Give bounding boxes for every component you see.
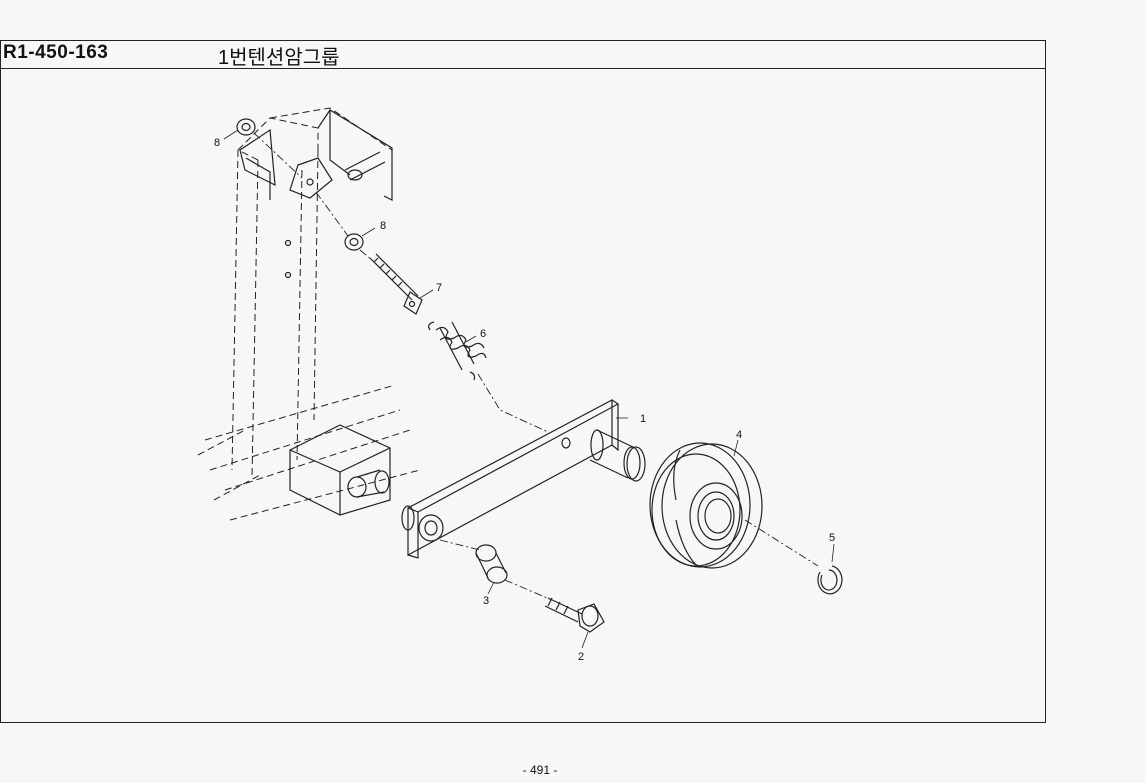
callout-4: 4 <box>736 429 742 441</box>
page-number: - 491 - <box>522 763 558 777</box>
part-8-nut-top <box>236 118 256 136</box>
part-title: 1번텐션암그룹 <box>218 47 340 69</box>
callout-1: 1 <box>640 413 646 425</box>
part-8-nut-middle <box>344 233 364 251</box>
callout-2: 2 <box>578 651 584 663</box>
callout-6: 6 <box>480 328 486 340</box>
part-1-tension-arm <box>401 399 646 559</box>
callout-3: 3 <box>483 595 489 607</box>
part-2-bolt <box>544 597 605 633</box>
callout-8-middle: 8 <box>380 220 386 232</box>
callout-5: 5 <box>829 532 835 544</box>
callout-7: 7 <box>436 282 442 294</box>
drawing-frame <box>0 40 1046 723</box>
part-5-snap-ring <box>817 565 843 595</box>
frame-bracket <box>239 109 393 516</box>
part-4-pulley <box>649 442 763 569</box>
part-3-spacer <box>475 544 508 584</box>
part-6-spring <box>428 321 487 381</box>
assembly-lines <box>253 132 819 601</box>
part-code: R1-450-163 <box>3 42 109 63</box>
callout-8-top: 8 <box>214 137 220 149</box>
header-divider <box>0 68 1046 69</box>
leader-lines <box>223 129 835 649</box>
part-7-eye-bolt <box>369 253 423 315</box>
